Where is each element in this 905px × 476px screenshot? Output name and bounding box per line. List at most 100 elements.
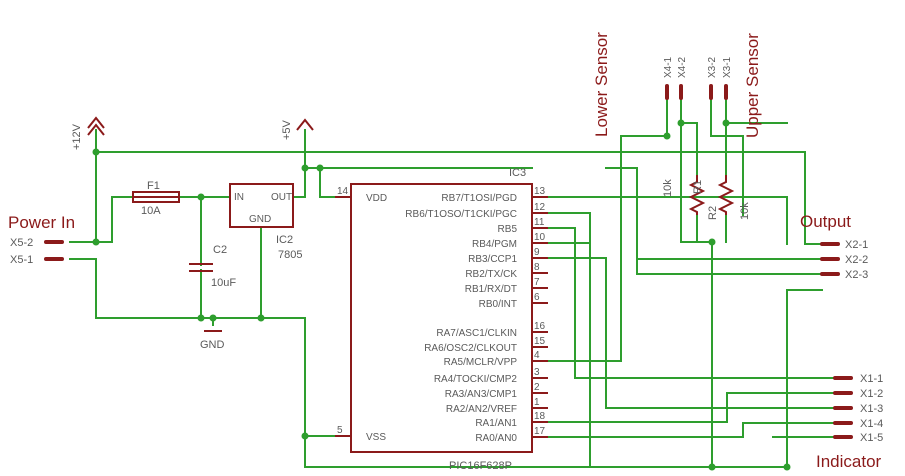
- heading-output: Output: [800, 212, 851, 231]
- regulator-ic2: IN OUT GND IC2 7805: [229, 183, 302, 261]
- connector-output: X2-1 X2-2 X2-3: [820, 239, 868, 281]
- mcu-pin-label: RB7/T1OSI/PGD: [441, 193, 517, 204]
- junctions: [92, 119, 791, 471]
- mcu-pin-label: RA6/OSC2/CLKOUT: [424, 343, 517, 354]
- mcu-pin-label: RA2/AN2/VREF: [446, 404, 517, 415]
- connector-x2-2-label: X2-2: [845, 254, 868, 266]
- connector-x3-2-label: X3-2: [707, 56, 718, 78]
- mcu-pin-number: 6: [534, 292, 540, 303]
- resistor-r2: R2 10k: [707, 175, 751, 220]
- mcu-pin-label: RB0/INT: [479, 299, 517, 310]
- mcu-pin-number: 15: [534, 336, 546, 347]
- reg-value: 7805: [278, 249, 302, 261]
- mcu-pin-label: RA5/MCLR/VPP: [444, 357, 518, 368]
- mcu-pin-number: 5: [337, 425, 343, 436]
- connector-x2-1-label: X2-1: [845, 239, 868, 251]
- ground-symbol: GND: [200, 330, 225, 351]
- mcu-pin-label: RB6/T1OSO/T1CKI/PGC: [405, 209, 517, 220]
- mcu-pin-number: 1: [534, 397, 540, 408]
- connector-x3-1-label: X3-1: [722, 56, 733, 78]
- ground-label: GND: [200, 339, 225, 351]
- mcu-pin-label: RA1/AN1: [475, 418, 517, 429]
- wires: [69, 91, 849, 468]
- connector-upper-sensor: X3-2 X3-1: [707, 56, 733, 100]
- mcu-name: IC3: [509, 167, 526, 179]
- connector-x1-1-label: X1-1: [860, 373, 883, 385]
- fuse-f1: F1 10A: [132, 180, 180, 217]
- mcu-part: PIC16F628P: [449, 460, 512, 472]
- r1-value: 10k: [662, 179, 674, 197]
- supply-12v-symbol: +12V: [71, 116, 105, 150]
- mcu-pin-number: 9: [534, 247, 540, 258]
- heading-lower-sensor: Lower Sensor: [592, 32, 611, 137]
- supply-12v-label: +12V: [71, 123, 83, 150]
- connector-x1-3-label: X1-3: [860, 403, 883, 415]
- mcu-pin-label: RB3/CCP1: [468, 254, 517, 265]
- capacitor-c2: C2 10uF: [189, 244, 236, 289]
- resistor-r1: 10k R1: [662, 175, 706, 215]
- fuse-value: 10A: [141, 205, 161, 217]
- connector-x4-2-label: X4-2: [677, 56, 688, 78]
- mcu-pin-label: RA4/TOCKI/CMP2: [434, 374, 518, 385]
- reg-pin-gnd: GND: [249, 214, 271, 225]
- r1-name: R1: [692, 180, 704, 194]
- mcu-pin-number: 12: [534, 202, 546, 213]
- supply-5v-symbol: +5V: [281, 118, 314, 140]
- mcu-pin-label: RB1/RX/DT: [465, 284, 517, 295]
- r2-name: R2: [707, 206, 719, 220]
- heading-indicator: Indicator: [816, 452, 882, 471]
- mcu-pin-label: RA3/AN3/CMP1: [445, 389, 518, 400]
- mcu-pin-number: 3: [534, 367, 540, 378]
- connector-x5-1-label: X5-1: [10, 254, 33, 266]
- mcu-pin-number: 11: [534, 217, 545, 228]
- connector-x2-3-label: X2-3: [845, 269, 868, 281]
- connector-power: X5-2 X5-1: [10, 237, 64, 266]
- connector-indicator: X1-1 X1-2 X1-3 X1-4 X1-5: [833, 373, 883, 444]
- heading-power-in: Power In: [8, 213, 75, 232]
- mcu-pin-number: 4: [534, 350, 540, 361]
- connector-lower-sensor: X4-1 X4-2: [663, 56, 688, 100]
- mcu-pin-label: VDD: [366, 193, 387, 204]
- connector-x1-5-label: X1-5: [860, 432, 883, 444]
- supply-5v-label: +5V: [281, 119, 293, 140]
- mcu-pin-number: 10: [534, 232, 546, 243]
- mcu-pin-label: VSS: [366, 432, 386, 443]
- connector-x1-4-label: X1-4: [860, 418, 883, 430]
- mcu-pin-label: RB4/PGM: [472, 239, 517, 250]
- reg-pin-in: IN: [234, 192, 244, 203]
- mcu-pin-number: 16: [534, 321, 546, 332]
- connector-x1-2-label: X1-2: [860, 388, 883, 400]
- cap-name: C2: [213, 244, 227, 256]
- mcu-pin-number: 14: [337, 186, 349, 197]
- mcu-pin-label: RB5: [498, 224, 518, 235]
- mcu-pin-number: 8: [534, 262, 540, 273]
- heading-upper-sensor: Upper Sensor: [743, 33, 762, 138]
- mcu-pin-label: RA7/ASC1/CLKIN: [436, 328, 517, 339]
- mcu-pin-number: 18: [534, 411, 546, 422]
- cap-value: 10uF: [211, 277, 236, 289]
- mcu-right-pins: 13RB7/T1OSI/PGD12RB6/T1OSO/T1CKI/PGC11RB…: [405, 186, 548, 444]
- reg-name: IC2: [276, 234, 293, 246]
- mcu-pin-number: 2: [534, 382, 540, 393]
- mcu-pin-label: RA0/AN0: [475, 433, 517, 444]
